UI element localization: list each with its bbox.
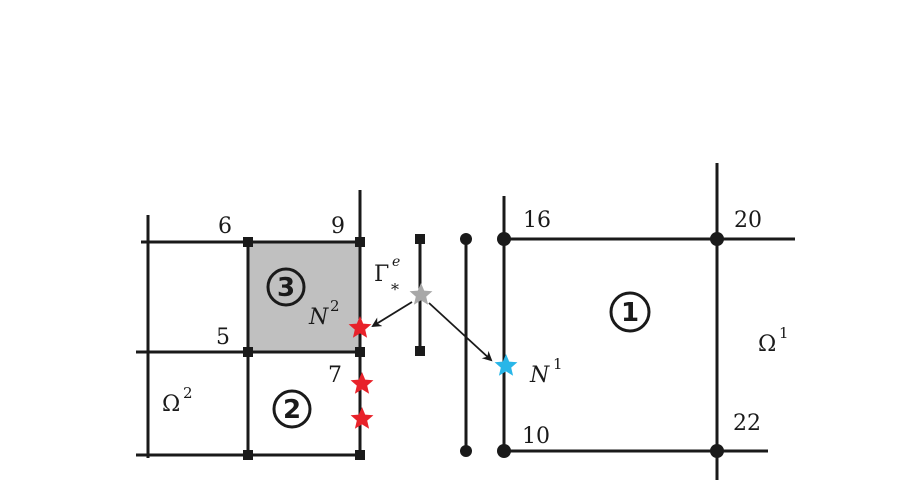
node-9 [355, 237, 365, 247]
red-star-3 [350, 407, 374, 429]
omega1-label: Ω 1 [758, 324, 789, 357]
interface-top-node [415, 234, 425, 244]
svg-text:Ω: Ω [758, 332, 776, 357]
element-2-marker: 2 [272, 389, 312, 429]
interface-right-bottom-node [460, 445, 472, 457]
node-bottom-right [355, 450, 365, 460]
node-label-10: 10 [522, 424, 550, 449]
node-label-7: 7 [328, 363, 342, 388]
left-mesh-nodes [243, 237, 365, 460]
svg-text:N: N [529, 363, 550, 388]
right-mesh-nodes [497, 232, 724, 458]
node-label-22: 22 [733, 411, 761, 436]
node-22 [710, 444, 724, 458]
interface-gamma-label: Γ e * [374, 254, 400, 299]
omega2-label: Ω 2 [162, 384, 193, 417]
svg-text:1: 1 [779, 324, 789, 342]
svg-text:*: * [391, 280, 399, 299]
interface-right-top-node [460, 233, 472, 245]
node-label-20: 20 [734, 208, 762, 233]
node-label-5: 5 [216, 325, 230, 350]
svg-text:Ω: Ω [162, 392, 180, 417]
svg-text:e: e [392, 254, 400, 270]
node-10 [497, 444, 511, 458]
blue-star-N1 [494, 354, 518, 376]
node-7 [355, 347, 365, 357]
svg-text:N: N [308, 305, 329, 330]
interface-bottom-node [415, 346, 425, 356]
svg-text:2: 2 [283, 395, 301, 425]
svg-text:2: 2 [330, 297, 340, 315]
gray-star-gauss-point [409, 283, 433, 305]
node-label-16: 16 [523, 208, 551, 233]
node-5 [243, 347, 253, 357]
red-star-N2 [348, 316, 372, 338]
arrow-to-N2 [371, 301, 413, 328]
element-1-marker: 1 [609, 291, 651, 333]
node-16 [497, 232, 511, 246]
projection-arrows [371, 301, 493, 362]
node-label-6: 6 [218, 214, 232, 239]
node-6 [243, 237, 253, 247]
element-3-marker: 3 [266, 267, 306, 307]
interface-segment-right [460, 233, 472, 457]
node-label-9: 9 [331, 214, 345, 239]
red-star-2 [350, 372, 374, 394]
svg-text:Γ: Γ [374, 262, 389, 287]
node-bottom-center [243, 450, 253, 460]
N1-label: N 1 [529, 355, 563, 388]
N2-label: N 2 [308, 297, 340, 330]
node-20 [710, 232, 724, 246]
svg-text:2: 2 [183, 384, 193, 402]
svg-text:1: 1 [621, 298, 639, 328]
element-3-shading [248, 242, 360, 352]
svg-text:3: 3 [277, 273, 295, 303]
arrow-to-N1 [428, 302, 493, 362]
svg-text:1: 1 [553, 355, 563, 373]
